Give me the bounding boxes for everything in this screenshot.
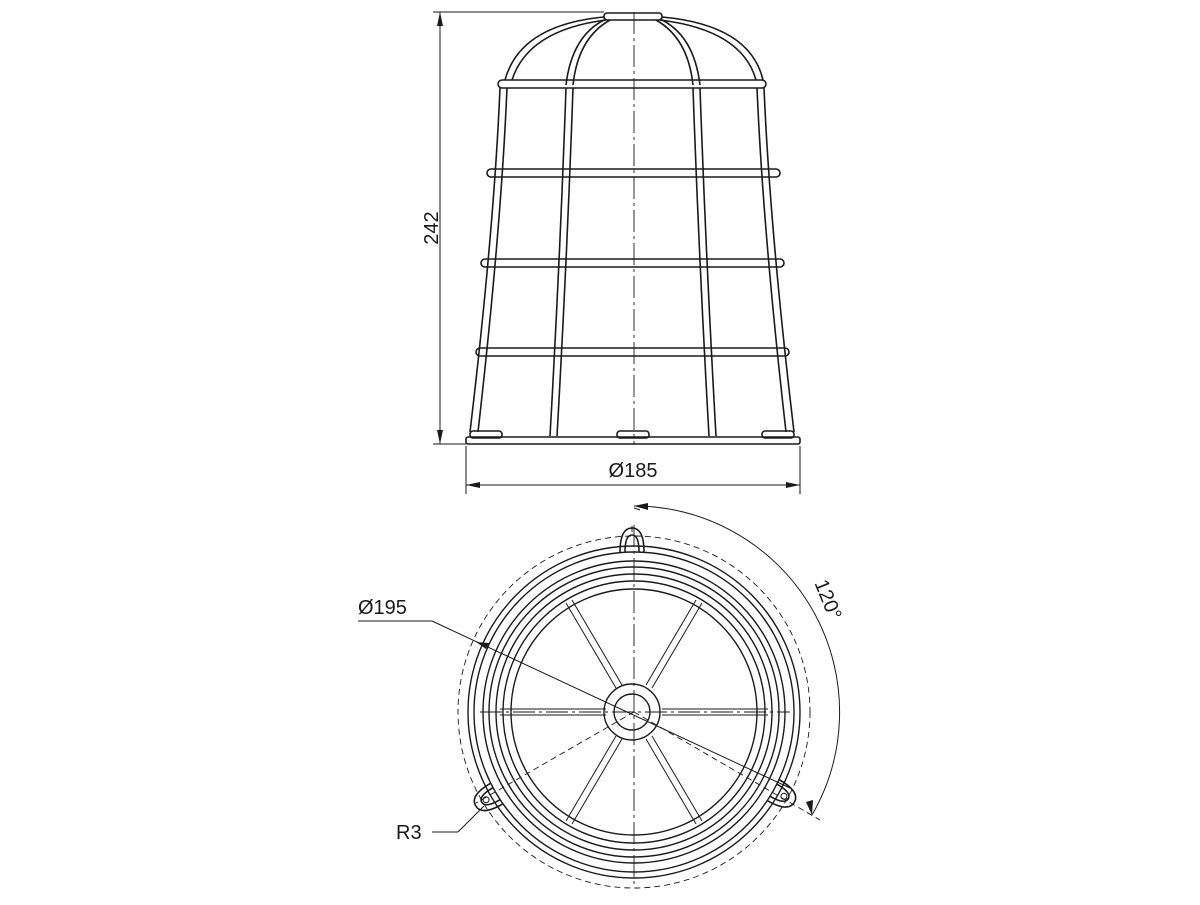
spokes (500, 599, 768, 825)
dome-outer-left (504, 16, 605, 81)
outer-ring-4 (488, 566, 780, 858)
side-wire-right-inner (756, 87, 787, 433)
meridian-right-outer (699, 87, 717, 437)
side-view: 242 Ø185 (421, 11, 801, 494)
outer-ring-5 (495, 573, 773, 851)
ring-4 (475, 347, 790, 357)
ring-1 (497, 79, 767, 89)
meridian-left-inner (556, 87, 574, 437)
inner-ring-2 (510, 588, 758, 836)
hub-outer (603, 683, 661, 741)
outer-ring-2 (473, 551, 795, 873)
meridian-left-upper-inner (572, 19, 611, 86)
outer-diameter-leader: Ø195 (358, 597, 791, 789)
base-clip-left (469, 430, 503, 439)
height-dimension: 242 (421, 11, 604, 445)
top-cap (603, 12, 663, 21)
inner-ring-1 (502, 580, 766, 844)
radius-label: R3 (396, 822, 422, 844)
mounting-lug-left (473, 782, 503, 812)
meridian-right-upper-inner (655, 19, 694, 86)
base-clip-center (616, 430, 650, 439)
side-wire-left-outer (469, 87, 501, 433)
top-view: Ø195 120° R3 (358, 503, 846, 889)
outer-ring-1 (467, 545, 801, 879)
angle-dimension: 120° (633, 503, 846, 816)
mounting-lug-top (619, 526, 645, 553)
height-dimension-label: 242 (421, 211, 443, 244)
hub-inner (613, 693, 651, 731)
mounting-lug-right (767, 779, 797, 808)
meridian-left-upper (565, 18, 607, 86)
side-wire-right-outer (763, 87, 795, 433)
meridian-right-inner (692, 87, 710, 437)
base-ring (465, 436, 801, 445)
base-diameter-label: Ø185 (609, 460, 658, 482)
dome-inner-left (511, 19, 607, 81)
base-clip-right (761, 430, 795, 439)
outer-diameter-label: Ø195 (358, 597, 407, 619)
ring-3 (480, 258, 785, 268)
angle-label: 120° (810, 576, 846, 623)
outer-ring-3 (482, 560, 786, 864)
base-diameter-dimension: Ø185 (465, 446, 801, 494)
meridian-right-upper (659, 18, 701, 86)
dome-inner-right (659, 19, 757, 81)
side-wire-left-inner (477, 87, 508, 433)
dome-outer-right (661, 16, 764, 81)
meridian-left-outer (549, 87, 567, 437)
radius-leader: R3 (396, 805, 485, 844)
lug-axis-left (475, 711, 635, 804)
outer-envelope-dashed (457, 535, 811, 889)
ring-2 (486, 168, 781, 178)
